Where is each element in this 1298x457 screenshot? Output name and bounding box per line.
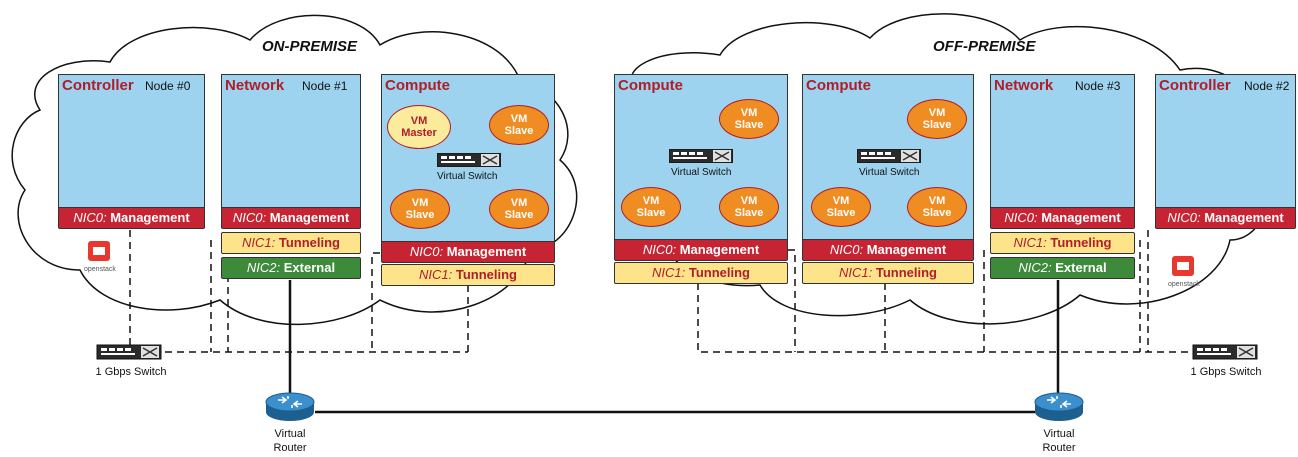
virtual-switch-label: Virtual Switch — [671, 167, 732, 178]
router-icon — [1034, 392, 1084, 422]
nic0-management: NIC0: Management — [802, 239, 974, 261]
nic2-external: NIC2: External — [990, 257, 1135, 279]
physical-switch-label: 1 Gbps Switch — [1190, 366, 1262, 378]
nic1-tunneling: NIC1: Tunneling — [802, 262, 974, 284]
nic0-management: NIC0: Management — [614, 239, 788, 261]
off-premise-title: OFF-PREMISE — [933, 38, 1036, 55]
node-number: Node #0 — [145, 79, 191, 93]
on-premise-title: ON-PREMISE — [262, 38, 358, 55]
virtual-switch-label: Virtual Switch — [859, 167, 920, 178]
router-label-line1: Virtual — [1043, 428, 1075, 440]
node-name: Compute — [806, 77, 871, 94]
node-name: Compute — [618, 77, 683, 94]
node-name: Compute — [385, 77, 450, 94]
switch-icon — [96, 344, 162, 360]
nic1-tunneling: NIC1: Tunneling — [990, 232, 1135, 254]
nic0-management: NIC0: Management — [221, 207, 361, 229]
router-label-line1: Virtual — [274, 428, 306, 440]
switch-icon — [437, 153, 501, 167]
node-name: Network — [225, 77, 285, 94]
physical-switch-label: 1 Gbps Switch — [95, 366, 167, 378]
nic2-external: NIC2: External — [221, 257, 361, 279]
nic0-management: NIC0: Management — [381, 241, 555, 263]
controller-node-2[interactable]: Controller Node #2 — [1155, 74, 1296, 208]
node-name: Controller — [62, 77, 134, 94]
external-cables — [288, 280, 1060, 414]
switch-icon — [669, 149, 733, 163]
nic0-management: NIC0: Management — [1155, 207, 1296, 229]
switch-icon — [1192, 344, 1258, 360]
nic0-management: NIC0: Management — [58, 207, 205, 229]
network-node-1[interactable]: Network Node #1 — [221, 74, 361, 208]
nic1-tunneling: NIC1: Tunneling — [614, 262, 788, 284]
router-label-line2: Router — [1042, 442, 1076, 454]
node-name: Network — [994, 77, 1054, 94]
openstack-logo-icon: openstack — [84, 241, 116, 273]
nic1-tunneling: NIC1: Tunneling — [381, 264, 555, 286]
right-dashed-cables — [697, 230, 1193, 353]
node-number: Node #2 — [1244, 79, 1290, 93]
node-name: Controller — [1159, 77, 1231, 94]
controller-node-0[interactable]: Controller Node #0 — [58, 74, 205, 208]
svg-text:openstack: openstack — [84, 266, 116, 273]
router-icon — [265, 392, 315, 422]
svg-text:openstack: openstack — [1168, 281, 1200, 288]
nic1-tunneling: NIC1: Tunneling — [221, 232, 361, 254]
node-number: Node #1 — [302, 79, 348, 93]
switch-icon — [857, 149, 921, 163]
network-node-3[interactable]: Network Node #3 — [990, 74, 1135, 208]
openstack-logo-icon: openstack — [1168, 256, 1200, 288]
node-number: Node #3 — [1075, 79, 1121, 93]
nic0-management: NIC0: Management — [990, 207, 1135, 229]
router-label-line2: Router — [273, 442, 307, 454]
virtual-switch-label: Virtual Switch — [437, 171, 498, 182]
